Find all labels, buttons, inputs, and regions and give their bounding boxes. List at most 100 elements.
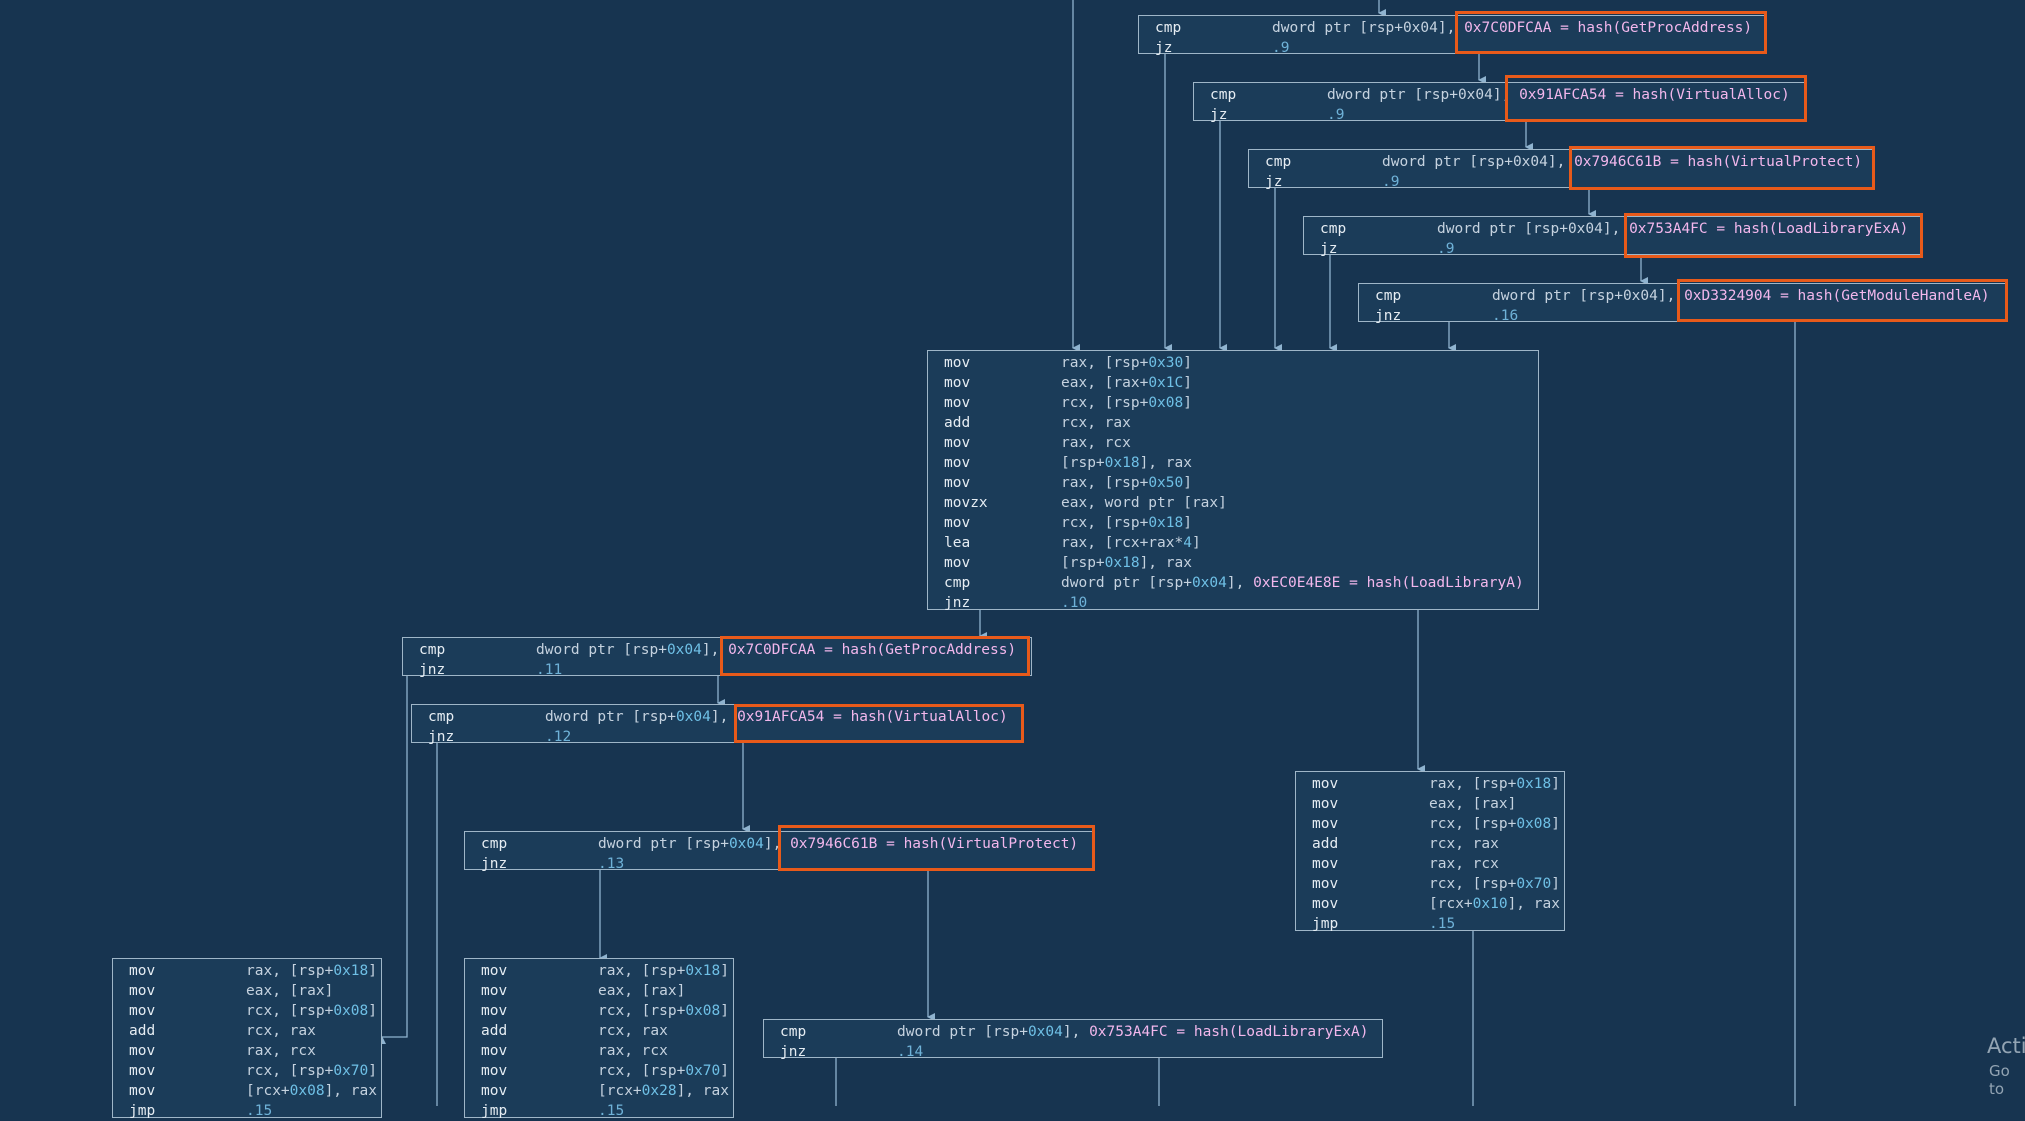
mnemonic: movzx: [944, 495, 988, 511]
operands: eax, word ptr [rax]: [1061, 493, 1227, 513]
instruction-line[interactable]: mov[rsp+0x18], rax: [936, 553, 1530, 573]
instruction-line[interactable]: jmp .15: [121, 1101, 373, 1121]
jump-label[interactable]: .14: [897, 1044, 924, 1060]
instruction-line[interactable]: mov[rcx+0x08], rax: [121, 1081, 377, 1101]
operands: eax, [rax+0x1C]: [1061, 373, 1192, 393]
jump-label[interactable]: .9: [1272, 40, 1290, 56]
instruction-line[interactable]: mov[rsp+0x18], rax: [936, 453, 1530, 473]
instruction-line[interactable]: jz.9: [1147, 38, 1756, 58]
instruction-line[interactable]: jz.9: [1257, 172, 1866, 192]
jump-label[interactable]: .10: [1061, 595, 1088, 611]
jump-label[interactable]: .9: [1327, 107, 1345, 123]
api-hash-annotation: 0x91AFCA54 = hash(VirtualAlloc): [737, 709, 1008, 725]
instruction-line[interactable]: jnz.16: [1367, 306, 1997, 326]
jump-label[interactable]: .15: [1429, 916, 1456, 932]
instruction-line[interactable]: jmp.15: [473, 1101, 725, 1121]
operands: rax, [rsp+0x18]: [598, 961, 729, 981]
instruction-line[interactable]: jnz.11: [411, 660, 1023, 680]
jump-label[interactable]: .16: [1492, 308, 1519, 324]
instruction-line[interactable]: jnz.12: [420, 727, 1014, 747]
operands: .14: [897, 1042, 923, 1062]
jump-label[interactable]: .12: [545, 729, 572, 745]
mnemonic: mov: [1312, 896, 1339, 912]
operands: rax, rcx: [1429, 854, 1499, 874]
instruction-line[interactable]: mov[rcx+0x28], rax: [473, 1081, 729, 1101]
operands: rcx, rax: [1061, 413, 1131, 433]
instruction-line[interactable]: movzx eax, word ptr [rax]: [936, 493, 1530, 513]
jump-label[interactable]: .9: [1382, 174, 1400, 190]
mnemonic: mov: [481, 983, 508, 999]
jump-label[interactable]: .13: [598, 856, 625, 872]
mnemonic: jmp: [1312, 916, 1339, 932]
operands: .10: [1061, 593, 1087, 613]
instruction-line[interactable]: jmp .15: [1304, 914, 1556, 934]
mnemonic: jmp: [129, 1103, 156, 1119]
instruction-line[interactable]: jz.9: [1312, 239, 1912, 259]
jump-label[interactable]: .11: [536, 662, 563, 678]
instruction-line[interactable]: jnz.10: [936, 593, 1530, 613]
jump-label[interactable]: .15: [598, 1103, 625, 1119]
jump-label[interactable]: .9: [1437, 241, 1455, 257]
instruction-line[interactable]: mov[rcx+0x10], rax: [1304, 894, 1560, 914]
operands: dword ptr [rsp+0x04], 0xD3324904 = hash(…: [1492, 286, 1990, 306]
jump-label[interactable]: .15: [246, 1103, 273, 1119]
operands: dword ptr [rsp+0x04], 0x91AFCA54 = hash(…: [1327, 85, 1790, 105]
api-hash-annotation: 0x7946C61B = hash(VirtualProtect): [1574, 154, 1863, 170]
mnemonic: mov: [944, 515, 971, 531]
instruction-line[interactable]: jnz.13: [473, 854, 1085, 874]
instruction-line[interactable]: jz.9: [1202, 105, 1796, 125]
instruction-line[interactable]: jnz.14: [772, 1042, 1374, 1062]
operand-text: rcx, rax: [1429, 836, 1499, 852]
operand-text: ], rax: [1507, 896, 1560, 912]
